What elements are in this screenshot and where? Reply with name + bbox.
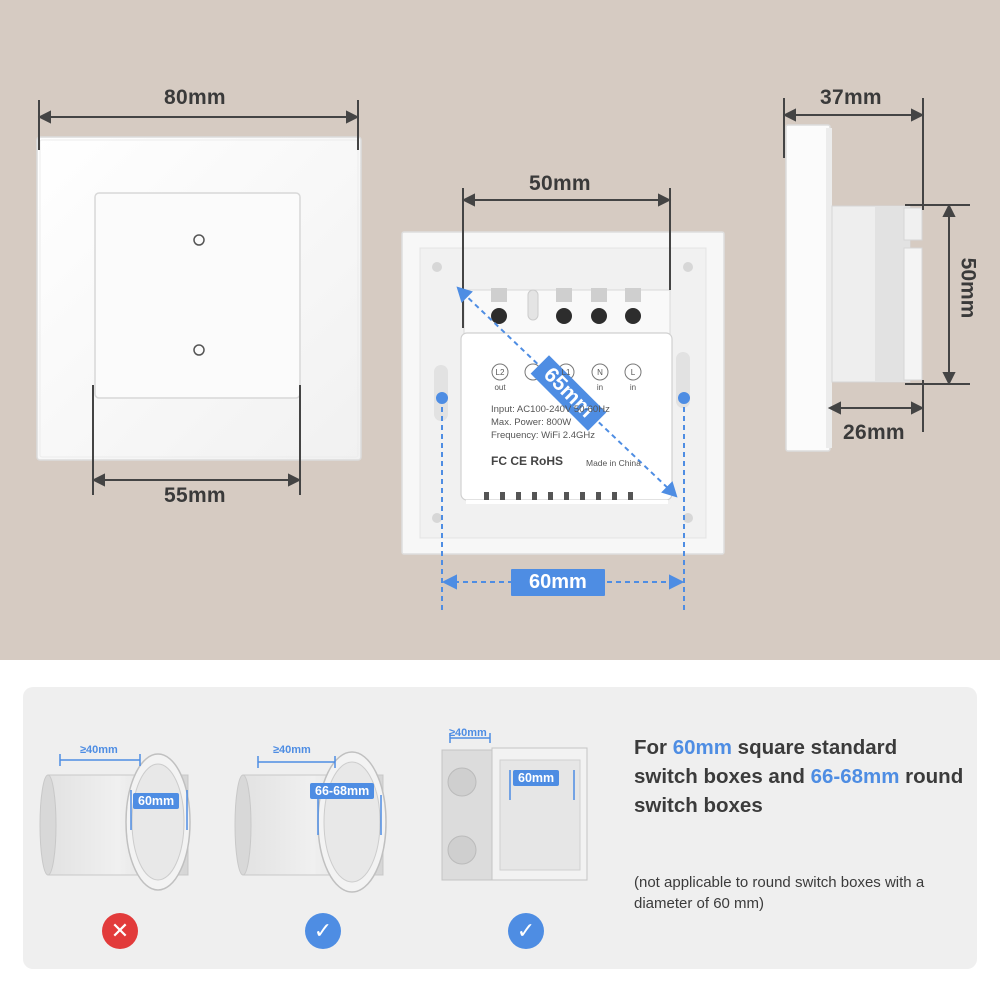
terminal-label-5-top: L [630, 368, 636, 377]
terminal-width-label: 50mm [529, 172, 591, 195]
terminal-width-dimension-line [461, 188, 672, 328]
module-height-dimension-line [905, 203, 970, 386]
indicator-light-bottom [193, 344, 205, 356]
front-view-switch [36, 136, 362, 461]
statement-part-3: round switch boxes [634, 765, 964, 817]
total-depth-label: 37mm [820, 86, 882, 109]
statement-highlight-60mm: 60mm [672, 736, 732, 759]
module-height-label: 50mm [956, 257, 980, 319]
terminal-label-4-bottom: in [596, 383, 604, 392]
statement-highlight-66-68mm: 66-68mm [810, 765, 900, 788]
box3-depth-label: ≥40mm [449, 727, 487, 739]
compatible-check-icon: ✓ [305, 913, 341, 949]
module-depth-dimension-line [827, 380, 925, 432]
spec-frequency: Frequency: WiFi 2.4GHz [491, 430, 595, 441]
compatibility-note: (not applicable to round switch boxes wi… [634, 874, 925, 912]
incompatible-icon: ✕ [102, 913, 138, 949]
spec-input: Input: AC100-240V 50-60Hz [491, 404, 610, 415]
round-box-66-68mm [234, 751, 387, 893]
box1-size-tag: 60mm [133, 793, 180, 809]
statement-part-2: square standard switch boxes and [634, 736, 898, 788]
button-width-label: 55mm [164, 484, 226, 507]
total-depth-dimension-line [782, 98, 925, 210]
module-depth-label: 26mm [843, 421, 905, 444]
button-width-dimension-line [91, 385, 302, 495]
terminal-label-3-top: L1 [561, 368, 571, 377]
terminal-screws [491, 288, 641, 324]
box2-depth-label: ≥40mm [273, 744, 311, 756]
terminal-label-1-bottom: out [494, 383, 506, 392]
side-view-switch [785, 124, 923, 452]
front-width-label: 80mm [164, 86, 226, 109]
box2-size-tag: 66-68mm [310, 783, 375, 799]
round-box-60mm [39, 753, 191, 891]
origin-text: Made in China [586, 458, 641, 468]
box1-depth-label: ≥40mm [80, 744, 118, 756]
terminal-label-4-top: N [597, 368, 603, 377]
indicator-light-top [193, 234, 205, 246]
square-box-60mm [441, 733, 588, 881]
compatible-check-icon: ✓ [508, 913, 544, 949]
front-width-dimension-line [37, 100, 360, 150]
compatibility-statement: For 60mm square standard switch boxes an… [634, 733, 964, 820]
statement-part-1: For [634, 736, 673, 759]
mount-hole-label: 60mm [511, 569, 605, 596]
box3-size-tag: 60mm [513, 770, 560, 786]
certification-marks: FC CE RoHS [491, 454, 563, 468]
spec-power: Max. Power: 800W [491, 417, 572, 428]
terminal-label-5-bottom: in [629, 383, 637, 392]
terminal-label-1-top: L2 [495, 368, 505, 377]
